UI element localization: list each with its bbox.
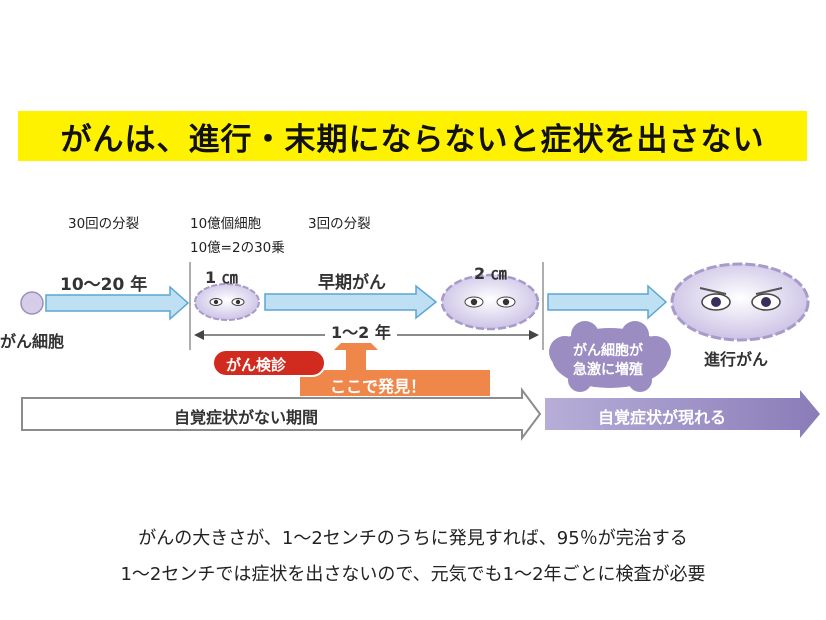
note-division-3: 3回の分裂 [308, 216, 371, 232]
caption-line-1: がんの大きさが、1〜2センチのうちに発見すれば、95％が完治する [138, 528, 688, 549]
screening-badge [212, 349, 326, 377]
note-billion-cells: 10億個細胞 [190, 216, 262, 232]
tumor-2cm-icon [440, 273, 540, 331]
label-no-symptoms: 自覚症状がない期間 [174, 408, 319, 427]
note-billion-power: 10億=2の30乗 [190, 240, 285, 256]
label-symptoms-appear: 自覚症状が現れる [598, 408, 727, 427]
title-banner: がんは、進行・末期にならないと症状を出さない [18, 111, 807, 161]
label-cancer-cell: がん細胞 [0, 332, 65, 351]
arrow-10-20-years [45, 285, 190, 321]
arrow-early-stage [264, 284, 438, 320]
tumor-advanced-icon [670, 262, 810, 342]
label-2cm: 2 ㎝ [474, 264, 507, 283]
symptoms-appear-arrow [545, 390, 820, 438]
cancer-cell-icon [20, 291, 44, 315]
label-10-20-years: 10〜20 年 [60, 275, 148, 295]
caption-line-2: 1〜2センチでは症状を出さないので、元気でも1〜2年ごとに検査が必要 [120, 564, 706, 585]
label-1-2-years: 1〜2 年 [325, 319, 397, 343]
rapid-growth-cloud [549, 321, 671, 392]
no-symptoms-arrow [21, 387, 542, 441]
label-discover-here: ここで発見！ [330, 377, 427, 396]
note-division-30: 30回の分裂 [68, 216, 140, 232]
label-screening: がん検診 [226, 356, 287, 374]
label-advanced-cancer: 進行がん [704, 350, 769, 369]
page-title: がんは、進行・末期にならないと症状を出さない [60, 121, 765, 158]
label-rapid-growth-2: 急激に増殖 [573, 362, 643, 378]
label-1cm: 1 ㎝ [205, 268, 238, 287]
tumor-1cm-icon [194, 283, 260, 321]
discover-here-box [300, 370, 490, 396]
arrow-advanced-stage [547, 284, 668, 320]
label-early-cancer: 早期がん [318, 273, 386, 293]
label-rapid-growth-1: がん細胞が [573, 343, 643, 359]
